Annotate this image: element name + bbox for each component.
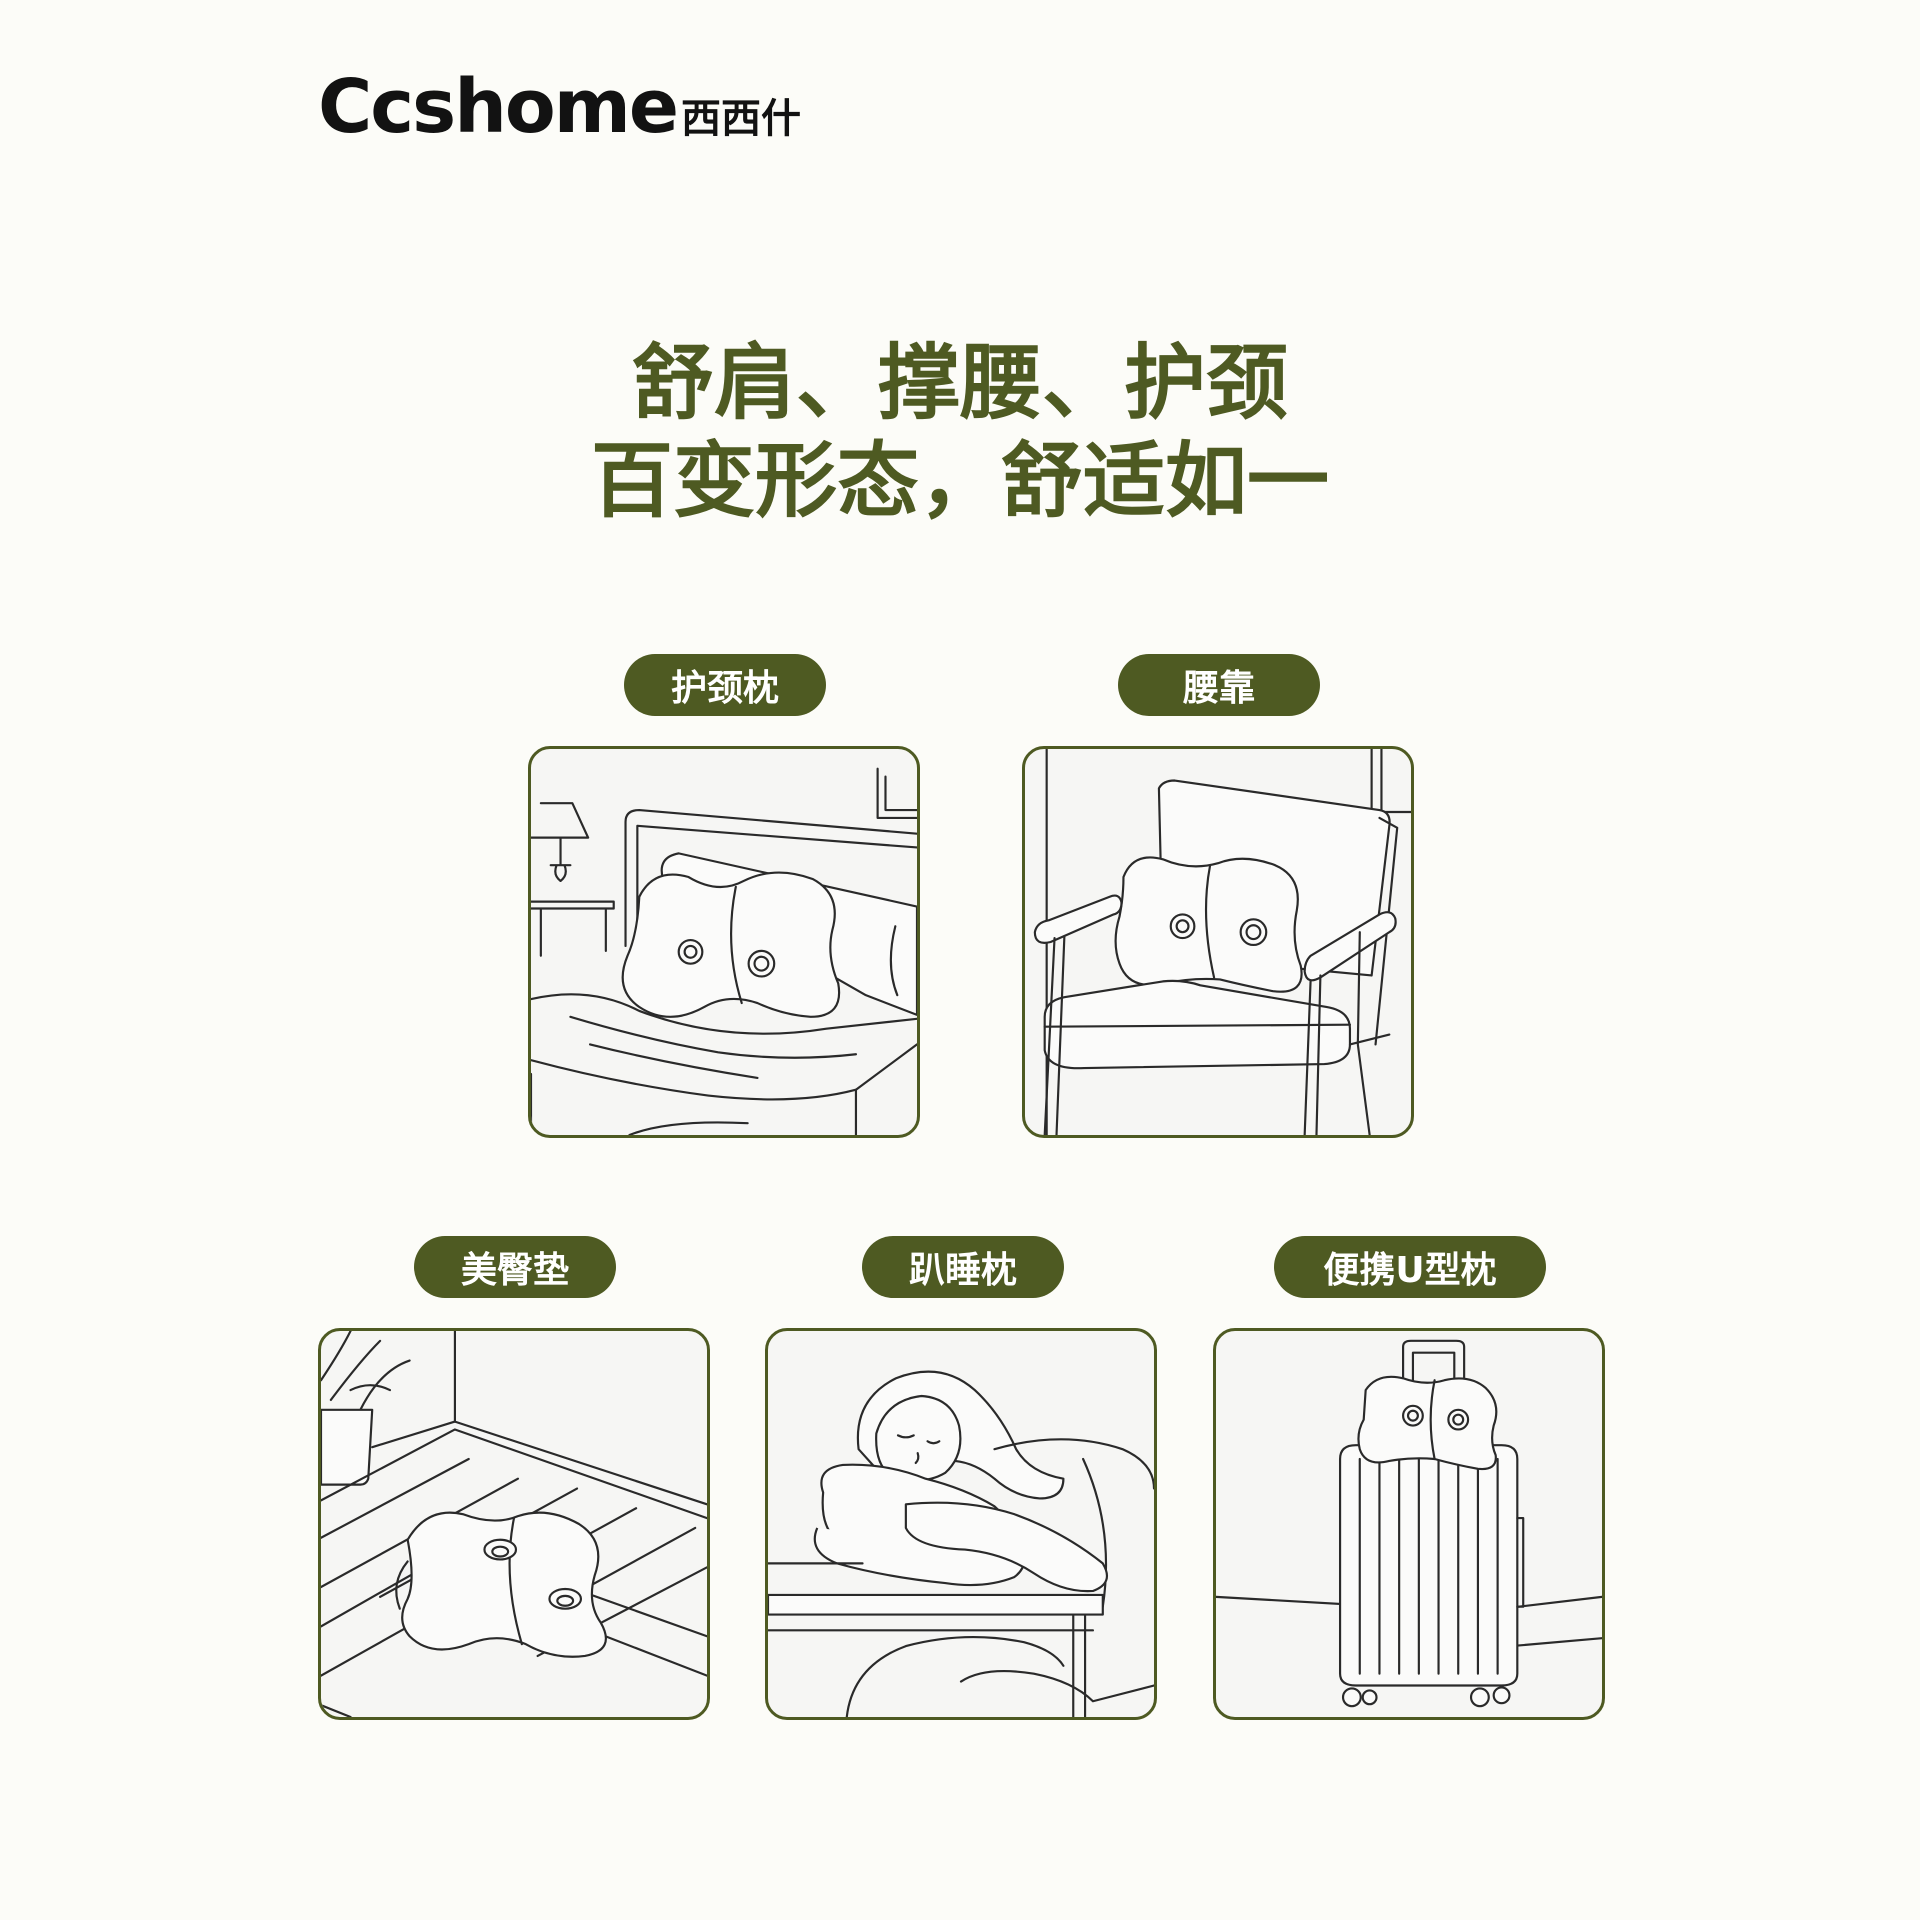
headline-line-1: 舒肩、撑腰、护颈 (631, 336, 1288, 431)
bed-pillow-scene-icon (531, 767, 917, 1135)
usage-card-nap-pillow (765, 1328, 1157, 1720)
brand-name-cn: 西西什 (681, 96, 802, 142)
usage-label-nap-pillow: 趴睡枕 (862, 1236, 1064, 1298)
floor-cushion-scene-icon (321, 1331, 707, 1717)
usage-card-portable-u-pillow (1213, 1328, 1605, 1720)
luggage-travel-scene-icon (1216, 1339, 1602, 1708)
usage-label-lumbar-support: 腰靠 (1118, 654, 1320, 716)
chair-lumbar-scene-icon (1033, 749, 1411, 1135)
brand-logo: Ccshome 西西什 (318, 70, 801, 144)
headline-line-2: 百变形态，舒适如一 (590, 434, 1329, 529)
brand-name-en: Ccshome (318, 64, 679, 150)
usage-card-lumbar-support (1022, 746, 1414, 1138)
usage-label-hip-cushion: 美臀垫 (414, 1236, 616, 1298)
usage-card-neck-pillow (528, 746, 920, 1138)
usage-card-hip-cushion (318, 1328, 710, 1720)
usage-label-neck-pillow: 护颈枕 (624, 654, 826, 716)
desk-nap-scene-icon (768, 1370, 1154, 1717)
usage-label-portable-u-pillow: 便携U型枕 (1274, 1236, 1546, 1298)
